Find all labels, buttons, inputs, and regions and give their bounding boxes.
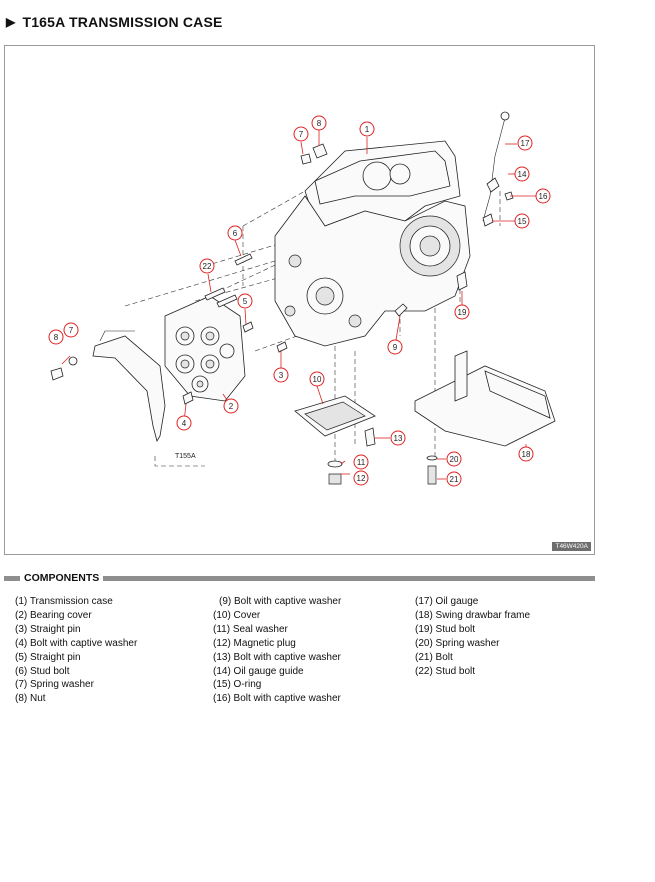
components-column-1: (1) Transmission case (2) Bearing cover … [15,595,137,706]
component-item: (1) Transmission case [15,596,113,607]
component-item: (3) Straight pin [15,623,81,635]
svg-text:8: 8 [317,119,322,128]
svg-text:6: 6 [233,229,238,238]
svg-text:4: 4 [182,419,187,428]
callout-22: 22 [199,258,215,274]
svg-text:19: 19 [458,308,467,317]
svg-text:12: 12 [357,474,366,483]
exploded-diagram: T155A [4,45,595,555]
svg-text:17: 17 [521,139,530,148]
svg-text:5: 5 [243,297,248,306]
callout-20: 20 [446,451,462,467]
callout-14: 14 [514,166,530,182]
callout-16: 16 [535,188,551,204]
callout-6: 6 [227,225,243,241]
callout-11: 11 [353,454,369,470]
callout-1: 1 [359,121,375,137]
svg-text:7: 7 [299,130,304,139]
svg-text:14: 14 [518,170,527,179]
component-item: (8) Nut [15,693,46,705]
component-item: (11) Seal washer [213,623,288,635]
page-title: ▶ T165A TRANSMISSION CASE [6,14,223,30]
callout-3: 3 [273,367,289,383]
component-item: (16) Bolt with captive washer [213,693,341,705]
svg-text:10: 10 [313,375,322,384]
svg-text:9: 9 [393,343,398,352]
svg-text:15: 15 [518,217,527,226]
svg-text:21: 21 [450,475,459,484]
stud-bolts [204,253,253,308]
component-item: (9) Bolt with captive washer [219,596,342,607]
transmission-case [274,140,471,347]
component-item: (13) Bolt with captive washer [213,651,341,663]
callout-17: 17 [517,135,533,151]
component-item: (19) Stud bolt [415,623,476,635]
callout-leaders [61,130,537,480]
svg-text:13: 13 [394,434,403,443]
component-item: (6) Stud bolt [15,665,70,677]
svg-text:3: 3 [279,371,284,380]
heading-rule-left [4,575,20,581]
callout-7-left: 7 [63,322,79,338]
components-heading-label: COMPONENTS [24,572,100,584]
svg-text:22: 22 [203,262,212,271]
callout-15: 15 [514,213,530,229]
component-item: (12) Magnetic plug [213,637,296,649]
svg-text:20: 20 [450,455,459,464]
svg-text:2: 2 [229,402,234,411]
figure-code: T46W420A [552,542,591,551]
left-nut-washer [50,356,78,381]
components-column-2: (9) Bolt with captive washer (10) Cover … [213,595,341,706]
callout-2: 2 [223,398,239,414]
component-item: (10) Cover [213,609,261,621]
inset-label: T155A [175,453,196,460]
pins-bolts [182,143,408,405]
callout-5: 5 [237,293,253,309]
component-item: (5) Straight pin [15,651,81,663]
heading-rule-right [103,575,595,581]
callout-13: 13 [390,430,406,446]
callout-10: 10 [309,371,325,387]
oil-gauge-assembly [482,111,514,227]
bearing-cover [164,295,246,402]
components-heading: COMPONENTS [4,571,595,585]
callout-8: 8 [311,115,327,131]
callout-12: 12 [353,470,369,486]
component-item: (15) O-ring [213,679,262,691]
exploded-diagram-drawing: T155A [48,111,556,487]
component-item: (17) Oil gauge [415,596,479,607]
triangle-marker-icon: ▶ [6,15,16,29]
callout-4: 4 [176,415,192,431]
stud-bolt-19 [456,271,468,291]
callout-7: 7 [293,126,309,142]
component-item: (22) Stud bolt [415,665,476,677]
svg-text:7: 7 [69,326,74,335]
callout-8-left: 8 [48,329,64,345]
component-item: (20) Spring washer [415,637,500,649]
svg-text:1: 1 [365,125,370,134]
svg-text:16: 16 [539,192,548,201]
callout-9: 9 [387,339,403,355]
callout-18: 18 [518,446,534,462]
component-item: (18) Swing drawbar frame [415,609,531,621]
component-item: (4) Bolt with captive washer [15,637,138,649]
component-item: (7) Spring washer [15,679,94,691]
component-item: (14) Oil gauge guide [213,665,304,677]
inset-plate: T155A [92,330,196,460]
svg-text:18: 18 [522,450,531,459]
components-column-3: (17) Oil gauge (18) Swing drawbar frame … [415,595,530,678]
callout-21: 21 [446,471,462,487]
callout-19: 19 [454,304,470,320]
swing-drawbar-frame [414,350,556,485]
page-title-text: T165A TRANSMISSION CASE [22,14,223,30]
svg-text:11: 11 [357,458,366,467]
svg-text:8: 8 [54,333,59,342]
cover-plug-group [294,395,376,485]
component-item: (21) Bolt [415,651,453,663]
component-item: (2) Bearing cover [15,609,92,621]
